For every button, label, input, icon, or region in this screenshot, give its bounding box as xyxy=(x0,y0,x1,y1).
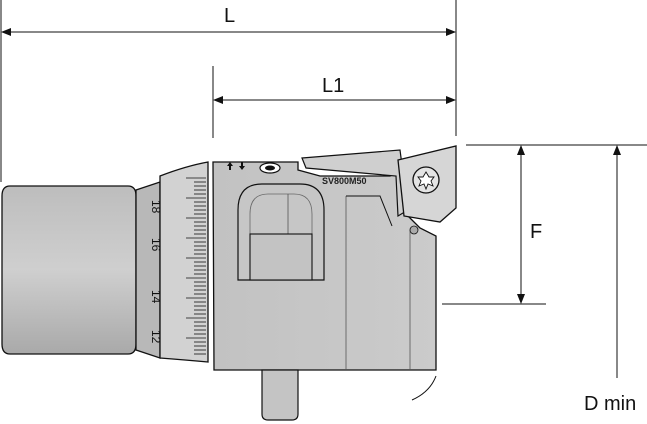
dimension-l1: L1 xyxy=(212,66,456,138)
torx-screw-icon xyxy=(412,166,440,194)
clearance-arc xyxy=(411,375,437,401)
slider-block xyxy=(249,233,313,281)
scale-label-14: 14 xyxy=(149,290,163,304)
scale-ticks xyxy=(186,177,206,355)
scale-label-16: 16 xyxy=(149,238,163,252)
dimension-label-l1: L1 xyxy=(322,75,344,97)
adjustment-window-inner xyxy=(249,193,313,280)
model-marking: SV800M50 xyxy=(322,176,367,186)
up-down-arrows-icon xyxy=(227,162,245,170)
scale-label-18: 18 xyxy=(149,200,163,214)
bottom-shank xyxy=(261,369,299,421)
dimension-label-f: F xyxy=(530,221,542,243)
dimension-label-l: L xyxy=(224,5,235,27)
scale-drum xyxy=(159,161,209,363)
dimension-label-d-min: D min xyxy=(584,393,636,415)
dimension-l: L xyxy=(0,0,457,182)
boring-head: 18 16 14 12 SV800M50 xyxy=(1,145,457,421)
dimension-f: F xyxy=(442,144,647,305)
scale-label-12: 12 xyxy=(149,330,163,344)
insert-holder xyxy=(301,149,409,218)
brand-logo-icon xyxy=(259,162,281,174)
dimension-d-min: D min xyxy=(584,145,636,415)
clamp-hole xyxy=(409,225,419,235)
rear-knob xyxy=(1,185,137,355)
body-top-step xyxy=(346,195,393,227)
